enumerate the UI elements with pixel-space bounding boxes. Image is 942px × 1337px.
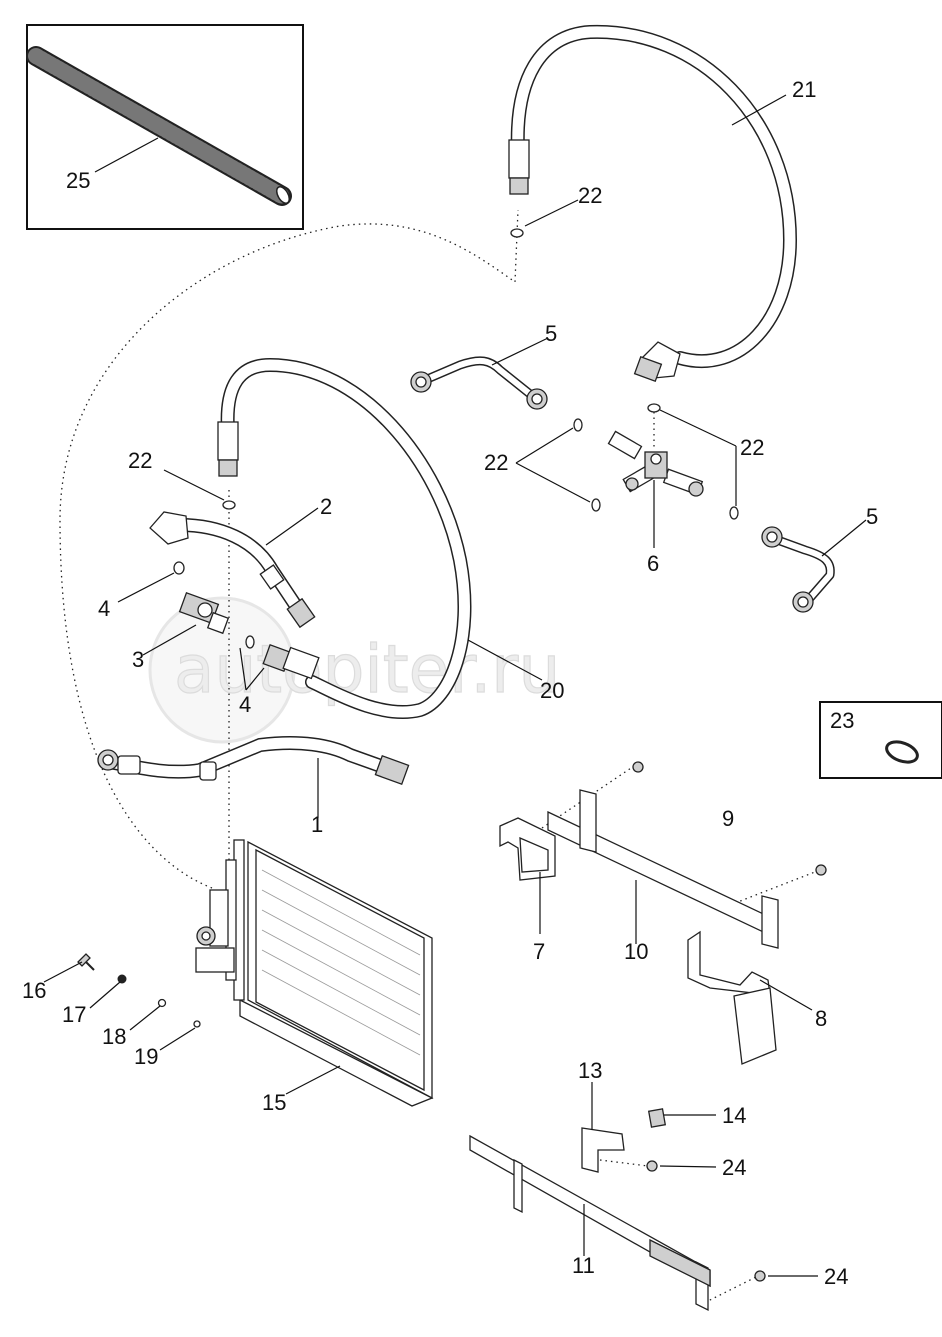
callout-labels: 25 21 22 5 22 22 22 2 5 4 6 3 4 20 23 9 … [22,77,878,1289]
watermark: autopiter.ru [148,596,561,744]
callout-14: 14 [722,1103,746,1128]
callout-5-lower: 5 [866,504,878,529]
part-13-bracket [581,1127,625,1173]
callout-16: 16 [22,978,46,1003]
callout-21: 21 [792,77,816,102]
callout-20: 20 [540,678,564,703]
callout-6: 6 [647,551,659,576]
o-ring-22-mid-b [591,498,601,512]
callout-22-top: 22 [578,183,602,208]
o-ring-22-top [510,228,524,238]
callout-4-a: 4 [98,596,110,621]
part-17-cap [117,974,127,984]
part-20-hose [217,357,472,719]
o-rings [173,228,739,649]
callout-5-upper: 5 [545,321,557,346]
callout-22-mid: 22 [484,450,508,475]
part-5-tube-upper [410,356,548,410]
callout-22-right: 22 [740,435,764,460]
part-19-ring [193,1020,201,1028]
callout-17: 17 [62,1002,86,1027]
callout-18: 18 [102,1024,126,1049]
callout-3: 3 [132,647,144,672]
inset-box-hose-sleeve [26,24,304,230]
part-9-screws [632,761,827,876]
part-14-clip [647,1108,667,1128]
o-ring-4-b [245,635,255,649]
callout-15: 15 [262,1090,286,1115]
callout-24-upper: 24 [722,1155,746,1180]
inset-box-clamp [819,701,942,779]
callout-22-left: 22 [128,448,152,473]
part-7-bracket [499,817,556,881]
callout-9: 9 [722,806,734,831]
part-15-condenser [195,839,434,1107]
part-1-tube [97,736,410,786]
part-18-washer [157,998,167,1008]
part-11-bar [469,1134,711,1312]
callout-2: 2 [320,494,332,519]
callout-7: 7 [533,939,545,964]
callout-4-b: 4 [239,692,251,717]
part-24-screws [646,1160,766,1282]
part-10-bracket [547,789,779,949]
callout-13: 13 [578,1058,602,1083]
callout-24-lower: 24 [824,1264,848,1289]
o-ring-22-right-b [729,506,739,520]
watermark-text: autopiter.ru [174,631,560,708]
part-21-hose [508,24,798,383]
callout-23: 23 [830,708,854,733]
callout-8: 8 [815,1006,827,1031]
o-ring-22-mid-a [573,418,583,432]
small-hardware [77,953,201,1028]
callout-10: 10 [624,939,648,964]
part-3-fitting [178,591,230,635]
o-ring-22-left [222,500,236,510]
part-2-hose [149,511,316,629]
callout-1: 1 [311,812,323,837]
callout-19: 19 [134,1044,158,1069]
leader-lines [43,94,867,1277]
callout-11: 11 [572,1253,595,1278]
callout-25: 25 [66,168,90,193]
part-8-bracket [687,930,777,1065]
part-5-tube-lower [761,526,835,613]
part-6-cross-fitting [607,430,704,497]
o-ring-22-right-a [647,403,661,413]
dotted-routing-lines [59,209,821,1306]
o-ring-4-a [173,561,185,575]
